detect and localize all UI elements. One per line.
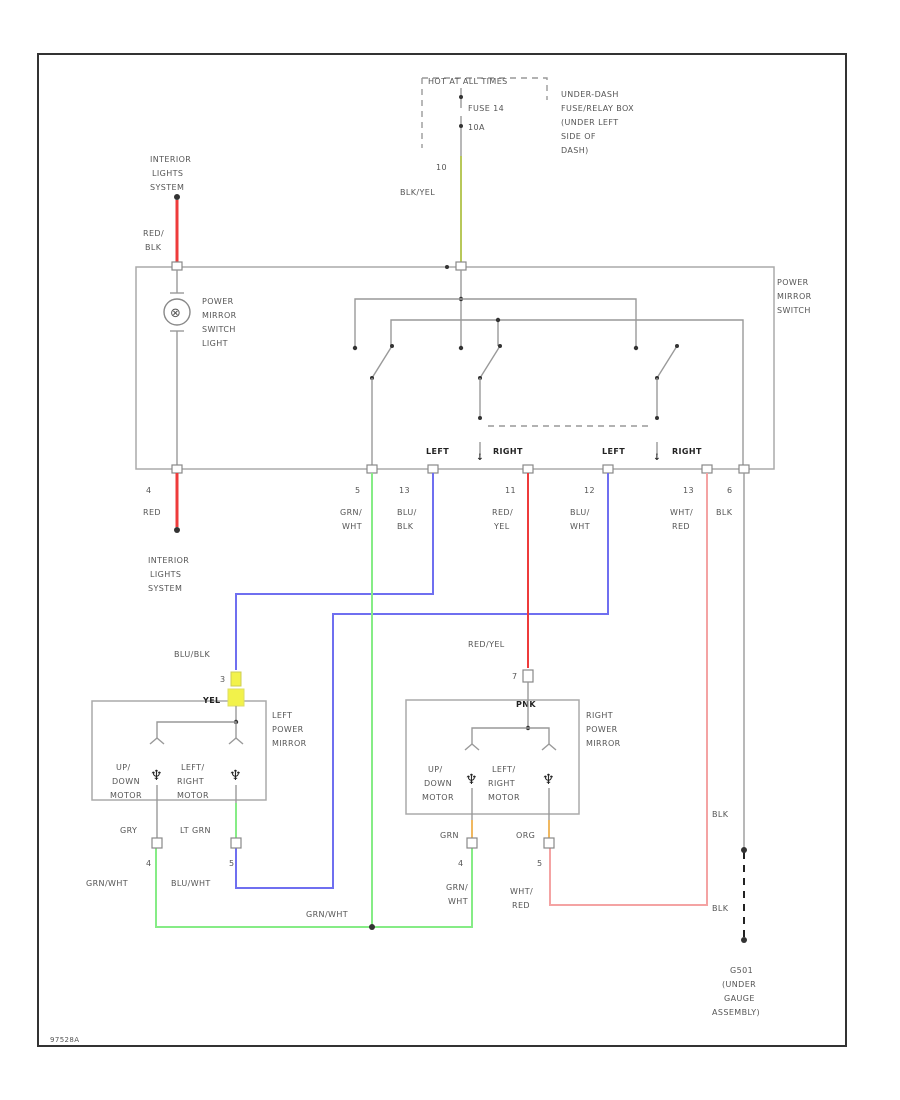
blu-wht-lower-label: BLU/WHT <box>171 879 211 888</box>
wht-red-rm-label: WHT/ RED <box>510 887 536 910</box>
blu-blk-label: BLU/BLK <box>174 650 210 659</box>
fuse-box: HOT AT ALL TIMES FUSE 14 10A UNDER-DASH … <box>421 77 637 155</box>
svg-text:♆: ♆ <box>465 772 478 788</box>
lamp-symbol-icon: ⊗ <box>170 306 181 321</box>
pin-label-13-blu: 13 BLU/ BLK <box>397 486 420 531</box>
grn-wht-rm-label: GRN/ WHT <box>446 883 471 906</box>
power-mirror-switch-box <box>135 266 775 470</box>
hot-at-all-times-label: HOT AT ALL TIMES <box>428 77 508 86</box>
left-leftright-motor-label: LEFT/ RIGHT MOTOR <box>177 763 209 800</box>
fuse-label: FUSE 14 <box>468 104 504 113</box>
lm-wire-b-label: LT GRN <box>180 826 211 835</box>
lm-pin5-label: 5 <box>229 859 235 868</box>
left-mirror-pin: 3 <box>220 675 226 684</box>
blu-wht-wire <box>235 473 609 889</box>
rm-wire-a-label: GRN <box>440 831 459 840</box>
rm-pin4-label: 4 <box>458 859 464 868</box>
lm-pin4-label: 4 <box>146 859 152 868</box>
switch-light-bulb <box>163 298 191 326</box>
wht-red-wire <box>549 473 708 906</box>
grn-wht-bus-wire <box>155 848 473 928</box>
right-conn-color: PNK <box>516 700 536 709</box>
left-updown-motor-label: UP/ DOWN MOTOR <box>110 763 143 800</box>
left-power-mirror: YEL ♆ ♆ LEFT POWER MIRROR UP/ DOWN MOTOR… <box>91 688 307 849</box>
selector-left-a: LEFT <box>426 447 449 456</box>
selector-right-b: RIGHT <box>672 447 702 456</box>
pin-label-11: 11 RED/ YEL <box>492 486 519 531</box>
rm-wire-b-label: ORG <box>516 831 535 840</box>
top-pin-label: 10 <box>436 163 447 172</box>
right-leftright-motor-label: LEFT/ RIGHT MOTOR <box>488 765 520 802</box>
svg-text:↓: ↓ <box>476 453 484 463</box>
pin-label-12: 12 BLU/ WHT <box>570 486 598 531</box>
interior-lights-top-label: INTERIOR LIGHTS SYSTEM <box>150 155 194 192</box>
ground-label: G501 (UNDER GAUGE ASSEMBLY) <box>712 966 760 1017</box>
left-mirror-label: LEFT POWER MIRROR <box>272 711 307 748</box>
blk-upper-label: BLK <box>712 810 729 819</box>
pin-label-5: 5 GRN/ WHT <box>340 486 365 531</box>
svg-text:♆: ♆ <box>229 768 242 784</box>
right-mirror-label: RIGHT POWER MIRROR <box>586 711 621 748</box>
top-wire-label: BLK/YEL <box>400 188 435 197</box>
switch-internal-wiring: ↓ ↓ <box>352 270 744 466</box>
fuse-rating-label: 10A <box>468 123 485 132</box>
svg-text:↓: ↓ <box>653 453 661 463</box>
selector-left-b: LEFT <box>602 447 625 456</box>
pin-label-13-wht: 13 WHT/ RED <box>670 486 697 531</box>
pin-label-6: 6 BLK <box>716 486 735 517</box>
light-top-wire-label: RED/ BLK <box>143 229 167 252</box>
pin4-color: RED <box>143 508 161 517</box>
switch-name-label: POWER MIRROR SWITCH <box>777 278 815 315</box>
right-mirror-pin: 7 <box>512 672 518 681</box>
right-updown-motor-label: UP/ DOWN MOTOR <box>422 765 455 802</box>
diagram-frame <box>37 53 847 1047</box>
switch-light-label: POWER MIRROR SWITCH LIGHT <box>202 297 240 348</box>
interior-lights-bottom-label: INTERIOR LIGHTS SYSTEM <box>148 556 192 593</box>
blu-blk-wire <box>235 473 434 670</box>
blk-lower-label: BLK <box>712 904 729 913</box>
left-conn-color: YEL <box>202 696 221 705</box>
svg-text:♆: ♆ <box>150 768 163 784</box>
svg-text:♆: ♆ <box>542 772 555 788</box>
grn-wht-bus-label: GRN/WHT <box>306 910 348 919</box>
rm-pin5-label: 5 <box>537 859 543 868</box>
fuse-box-label: UNDER-DASH FUSE/RELAY BOX (UNDER LEFT SI… <box>561 90 637 155</box>
footer-code: 97528A <box>50 1036 79 1044</box>
selector-right-a: RIGHT <box>493 447 523 456</box>
red-yel-label: RED/YEL <box>468 640 505 649</box>
pin4-num: 4 <box>146 486 152 495</box>
grn-wht-lower-label: GRN/WHT <box>86 879 128 888</box>
right-power-mirror: PNK ♆ ♆ RIGHT POWER MIRROR UP/ DOWN MOTO… <box>405 682 621 849</box>
lm-wire-a-label: GRY <box>120 826 137 835</box>
